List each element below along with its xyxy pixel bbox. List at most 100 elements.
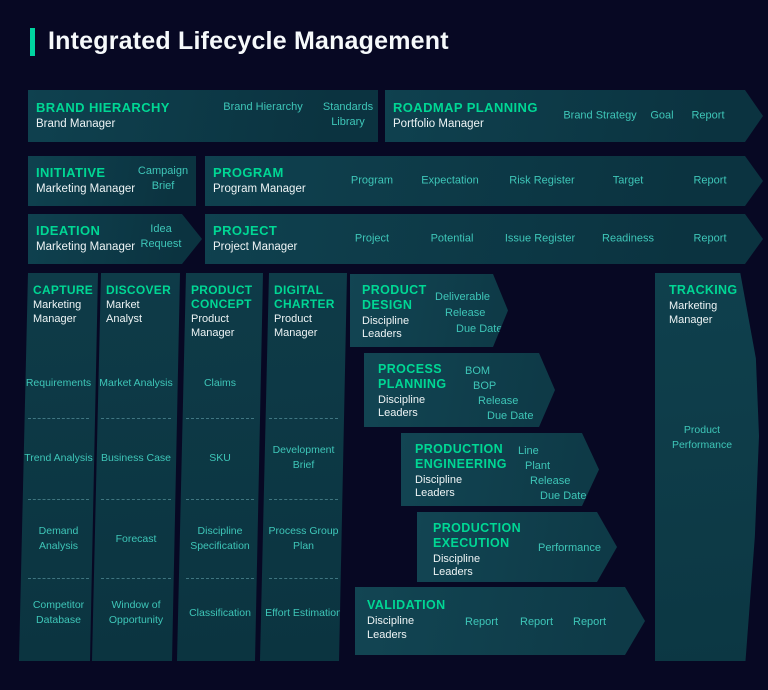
dashed-separator <box>269 499 338 500</box>
phase-item: Process Group Plan <box>268 525 339 552</box>
stage-item: Goal <box>650 109 674 122</box>
stage-box-product-design: PRODUCT DESIGN Discipline Leaders Delive… <box>350 274 508 347</box>
phase-title: PRODUCT CONCEPT <box>191 283 253 312</box>
stage-item: Brand Hierarchy <box>223 101 303 113</box>
stage-item: BOP <box>473 380 497 392</box>
phase-column-capture: CAPTURE Marketing Manager Requirements T… <box>19 273 98 661</box>
phase-item: Trend Analysis <box>24 451 93 464</box>
phase-item: Demand Analysis <box>38 525 79 552</box>
stage-item: Release <box>445 307 486 319</box>
stage-item: Program <box>350 174 394 187</box>
stage-head: INITIATIVE Marketing Manager <box>36 156 135 206</box>
stage-box-project: PROJECT Project Manager Project Potentia… <box>205 214 763 264</box>
stage-box-validation: VALIDATION Discipline Leaders Report Rep… <box>355 587 645 655</box>
stage-role: Discipline Leaders <box>415 473 463 500</box>
stage-item: Brand Strategy <box>563 109 637 122</box>
stage-title: ROADMAP PLANNING <box>393 100 538 116</box>
stage-item: Report <box>573 616 607 628</box>
stage-item: Risk Register <box>509 174 575 187</box>
stage-item: Standards Library <box>322 101 374 128</box>
phase-item: Classification <box>189 606 251 619</box>
phase-item: Requirements <box>25 376 92 389</box>
phase-item: Competitor Database <box>32 599 85 626</box>
phase-role: Product Manager <box>191 313 235 340</box>
stage-head: BRAND HIERARCHY Brand Manager <box>36 90 170 142</box>
phase-title: CAPTURE <box>33 283 94 297</box>
stage-item: BOM <box>465 365 491 377</box>
stage-box-process-planning: PROCESS PLANNING Discipline Leaders BOM … <box>364 353 555 427</box>
stage-title: PRODUCTION ENGINEERING <box>415 442 507 471</box>
stage-item: Expectation <box>421 174 479 187</box>
stage-box-brand-hierarchy: BRAND HIERARCHY Brand Manager Brand Hier… <box>28 90 378 142</box>
phase-role: Marketing Manager <box>669 299 718 326</box>
phase-role: Market Analyst <box>106 299 143 325</box>
dashed-separator <box>186 578 254 579</box>
stage-head: IDEATION Marketing Manager <box>36 214 135 264</box>
phase-item <box>265 353 342 413</box>
stage-head: VALIDATION Discipline Leaders <box>367 598 467 642</box>
phase-title: DIGITAL CHARTER <box>274 283 335 312</box>
stage-role: Discipline Leaders <box>378 393 426 420</box>
stage-head: PROJECT Project Manager <box>213 214 297 264</box>
stage-box-roadmap-planning: ROADMAP PLANNING Portfolio Manager Brand… <box>385 90 763 142</box>
page-header: Integrated Lifecycle Management <box>30 27 449 56</box>
phase-item: Business Case <box>100 451 172 464</box>
stage-item: Report <box>693 174 727 187</box>
phase-column-digital-charter: DIGITAL CHARTER Product Manager Developm… <box>260 273 347 661</box>
phase-item: Development Brief <box>272 444 335 471</box>
stage-item: Due Date <box>487 410 534 422</box>
stage-title: IDEATION <box>36 223 101 239</box>
stage-role: Marketing Manager <box>36 183 136 196</box>
stage-head: PRODUCT DESIGN Discipline Leaders <box>362 283 462 342</box>
stage-item: Report <box>520 616 554 628</box>
stage-item: Due Date <box>540 490 587 502</box>
stage-role: Portfolio Manager <box>393 118 484 131</box>
stage-head: PRODUCTION EXECUTION Discipline Leaders <box>433 521 538 580</box>
stage-role: Brand Manager <box>36 118 116 131</box>
stage-title: INITIATIVE <box>36 165 106 181</box>
phase-item: Product Performance <box>671 424 733 451</box>
stage-role: Discipline Leaders <box>433 552 481 579</box>
phase-role: Marketing Manager <box>33 299 82 325</box>
phase-item: Discipline Specification <box>190 525 250 552</box>
stage-box-production-engineering: PRODUCTION ENGINEERING Discipline Leader… <box>401 433 599 506</box>
stage-box-production-execution: PRODUCTION EXECUTION Discipline Leaders … <box>417 512 617 582</box>
stage-role: Discipline Leaders <box>367 614 415 641</box>
stage-head: PROGRAM Program Manager <box>213 156 306 206</box>
stage-title: PROCESS PLANNING <box>378 362 447 391</box>
stage-item: Report <box>691 109 725 122</box>
stage-item: Report <box>465 616 499 628</box>
phase-title: TRACKING <box>669 283 738 297</box>
stage-item: Idea Request <box>140 223 182 250</box>
stage-title: PRODUCT DESIGN <box>362 283 427 312</box>
stage-title: VALIDATION <box>367 598 446 612</box>
page-title: Integrated Lifecycle Management <box>48 27 449 55</box>
stage-box-initiative: INITIATIVE Marketing Manager Campaign Br… <box>28 156 196 206</box>
stage-head: PROCESS PLANNING Discipline Leaders <box>378 362 478 421</box>
stage-role: Project Manager <box>213 241 298 254</box>
stage-item: Campaign Brief <box>137 165 189 192</box>
stage-role: Discipline Leaders <box>362 314 410 341</box>
stage-item: Due Date <box>456 323 503 335</box>
stage-item: Plant <box>525 460 551 472</box>
dashed-separator <box>186 499 254 500</box>
phase-head: TRACKING Marketing Manager <box>669 283 756 327</box>
stage-item: Performance <box>538 542 601 554</box>
phase-column-product-concept: PRODUCT CONCEPT Product Manager Claims S… <box>177 273 263 661</box>
phase-item: Effort Estimation <box>265 606 342 619</box>
phase-head: PRODUCT CONCEPT Product Manager <box>191 283 260 341</box>
dashed-separator <box>101 418 171 419</box>
stage-role: Marketing Manager <box>36 241 136 254</box>
stage-head: ROADMAP PLANNING Portfolio Manager <box>393 90 538 142</box>
dashed-separator <box>101 578 171 579</box>
stage-head: PRODUCTION ENGINEERING Discipline Leader… <box>415 442 525 501</box>
stage-item: Line <box>518 445 539 457</box>
stage-title: BRAND HIERARCHY <box>36 100 170 116</box>
dashed-separator <box>269 578 338 579</box>
stage-item: Readiness <box>602 232 654 245</box>
dashed-separator <box>28 578 89 579</box>
stage-item: Target <box>612 174 644 187</box>
stage-box-program: PROGRAM Program Manager Program Expectat… <box>205 156 763 206</box>
dashed-separator <box>28 499 89 500</box>
